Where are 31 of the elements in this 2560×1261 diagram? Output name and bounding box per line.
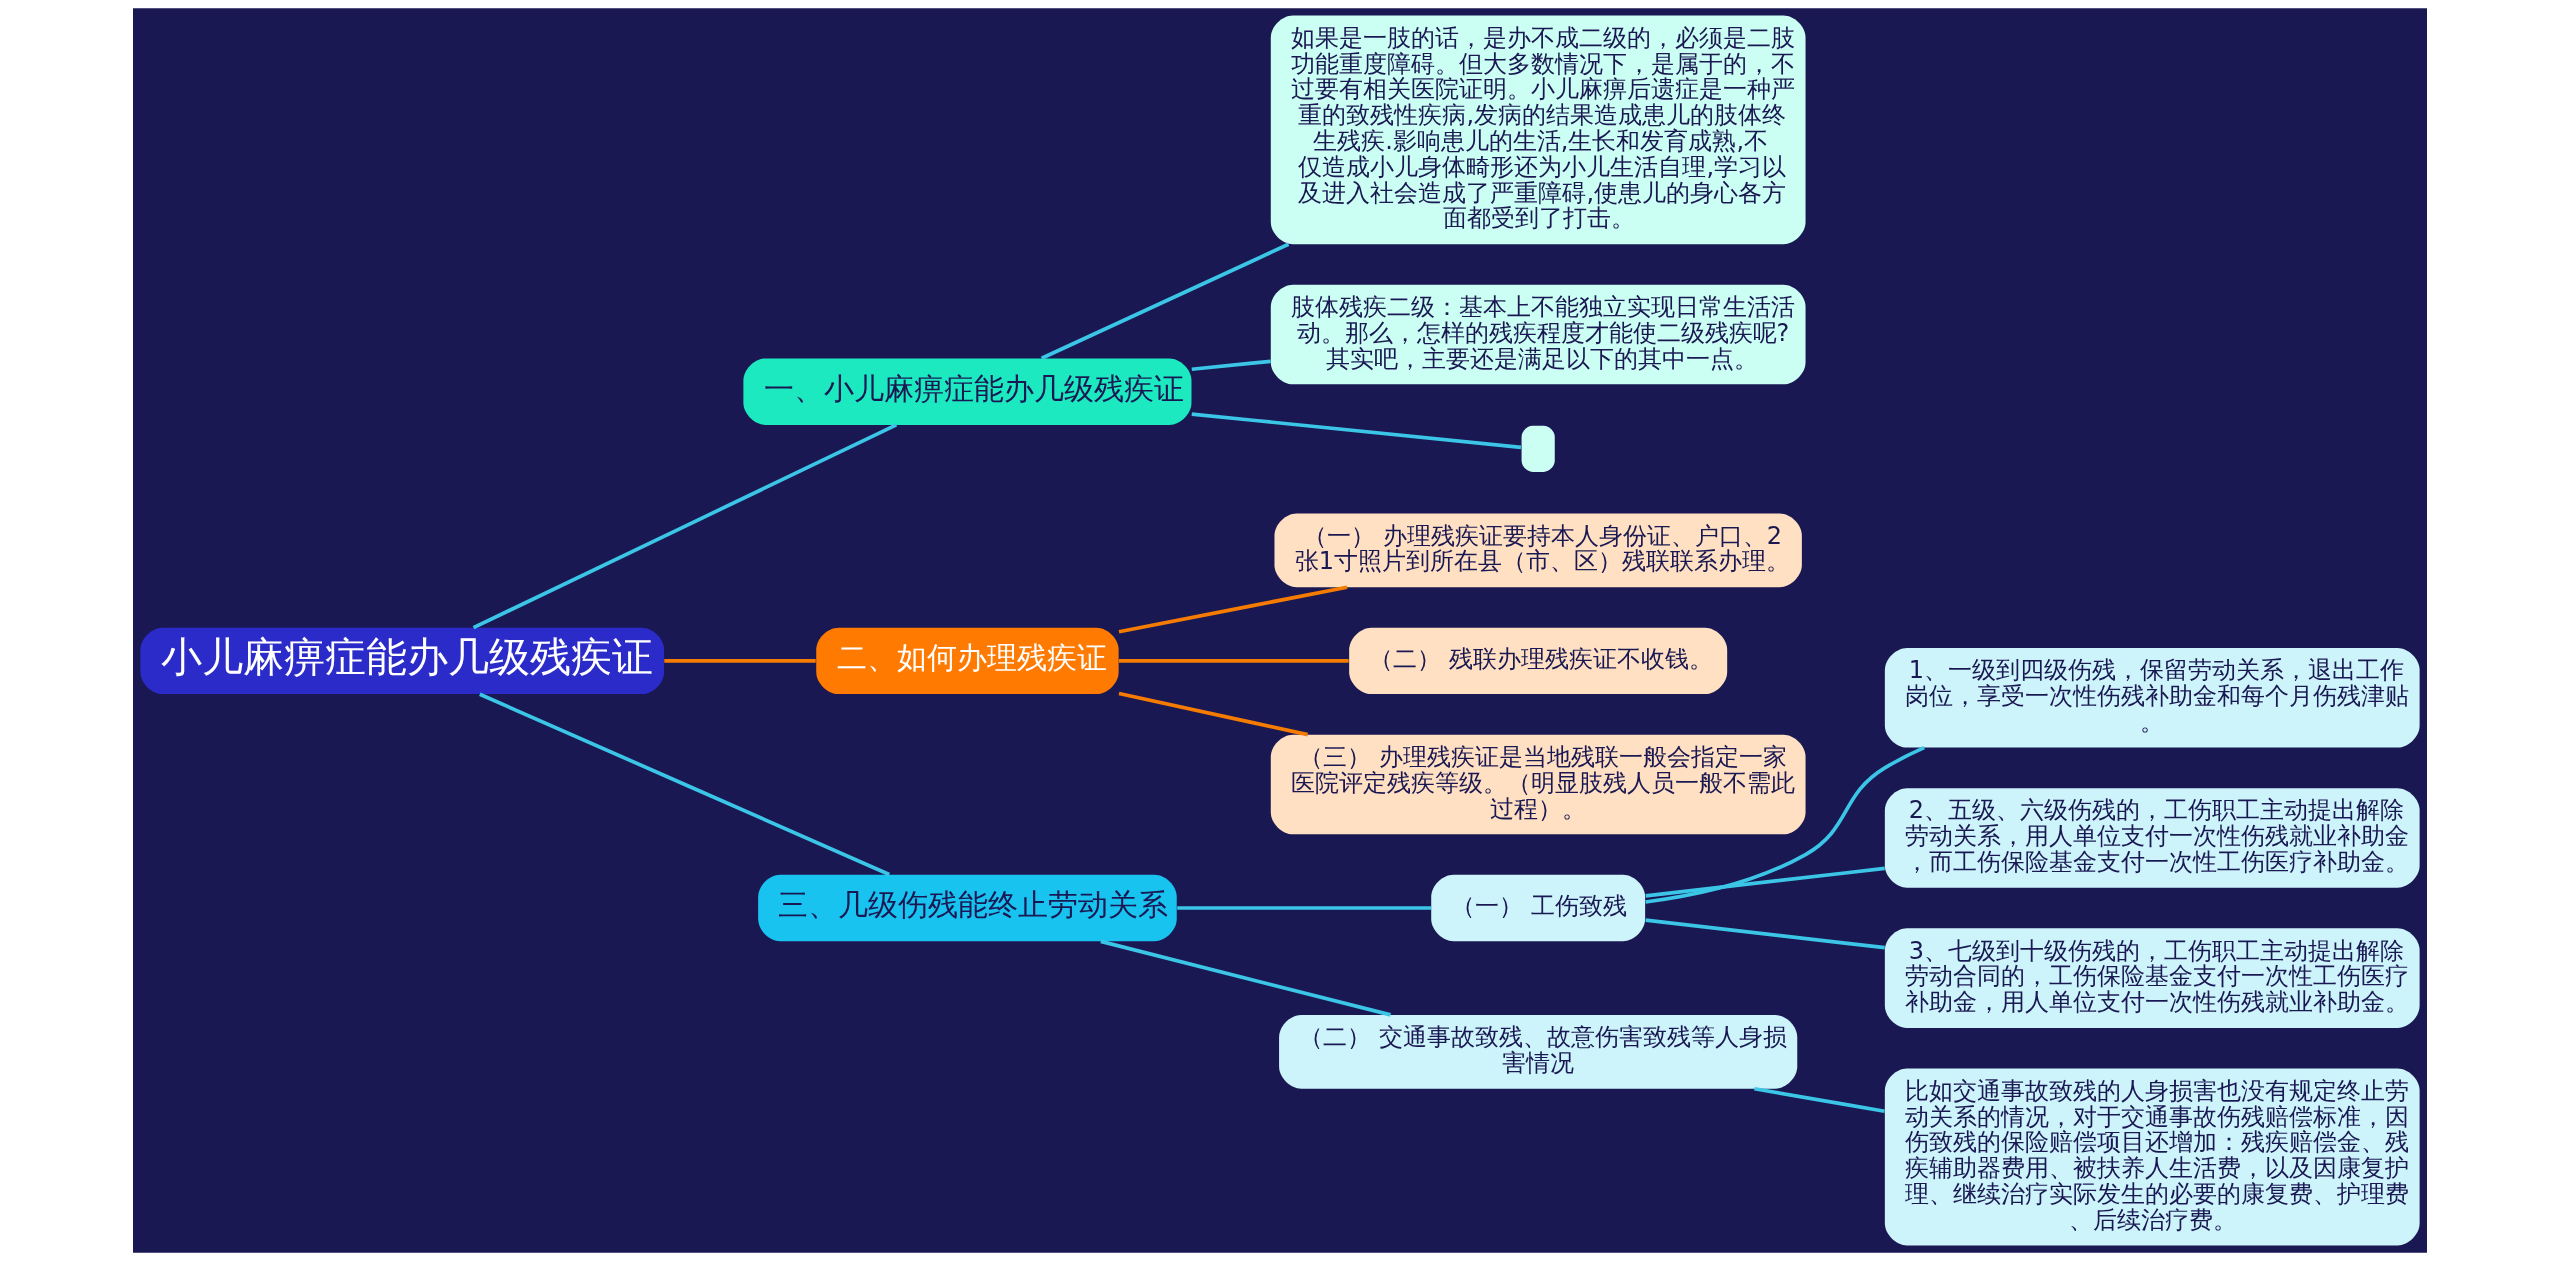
node-box: 一、小儿麻痹症能办几级残疾证 [743,358,1192,425]
node-box: （三） 办理残疾证是当地残联一般会指定一家医院评定残疾等级。（明显肢残人员一般不需此过程）。 [1270,734,1806,835]
connector [1645,918,1885,950]
connector [1645,745,1925,904]
connector [1118,585,1348,634]
connector [1191,359,1271,372]
connector [479,692,890,877]
node-box: 如果是一肢的话，是办不成二级的，必须是二肢功能重度障碍。但大多数情况下，是属于的，不过要有相关医院证明。小儿麻痹后遗症是一种严重的致残性疾病,发病的结果造成患儿的肢体终生残疾.影响患儿的生活,生长和发育成熟,不仅造成小儿身体畸形还为小儿生活自理,学习以及进入社会造成了严重障碍,使患儿的身心各方面都受到了打击。 [1270,15,1806,245]
node-box: 1、一级到四级伤残，保留劳动关系，退出工作岗位，享受一次性伤残补助金和每个月伤残津贴。 [1884,648,2420,748]
node-box: （一） 办理残疾证要持本人身份证、户口、2张1寸照片到所在县（市、区）残联联系办理。 [1274,513,1802,588]
node-box: （一） 工伤致残 [1431,874,1646,942]
node-box: 肢体残疾二级：基本上不能独立实现日常生活活动。那么，怎样的残疾程度才能使二级残疾呢?其实吧，主要还是满足以下的其中一点。 [1270,284,1806,385]
connector [1645,866,1885,898]
connector [1119,659,1349,663]
connector [1177,906,1432,910]
node-box: （二） 交通事故致残、故意伤害致残等人身损害情况 [1279,1015,1798,1089]
node-box: 比如交通事故致残的人身损害也没有规定终止劳动关系的情况，对于交通事故伤残赔偿标准，因伤致残的保险赔偿项目还增加：残疾赔偿金、残疾辅助器费用、被扶养人生活费，以及因康复护理、继续治疗实际发生的必要的康复费、护理费、后续治疗费。 [1884,1068,2420,1246]
connector [1100,939,1392,1017]
connector [472,423,898,630]
node-box: （二） 残联办理残疾证不收钱。 [1349,627,1728,695]
node-box: 2、五级、六级伤残的，工伤职工主动提出解除劳动关系，用人单位支付一次性伤残就业补助金，而工伤保险基金支付一次性工伤医疗补助金。 [1884,788,2420,888]
node-box: 3、七级到十级伤残的，工伤职工主动提出解除劳动合同的，工伤保险基金支付一次性工伤医疗补助金，用人单位支付一次性伤残就业补助金。 [1884,928,2420,1028]
connector [1754,1086,1885,1114]
node-box: 小儿麻痹症能办几级残疾证 [140,627,665,695]
connector [664,659,816,663]
node-box [1521,425,1555,472]
connector [1118,691,1309,737]
node-box: 二、如何办理残疾证 [816,627,1119,695]
node-box: 三、几级伤残能终止劳动关系 [758,874,1177,942]
connector [1040,242,1290,360]
connector [1191,412,1522,450]
